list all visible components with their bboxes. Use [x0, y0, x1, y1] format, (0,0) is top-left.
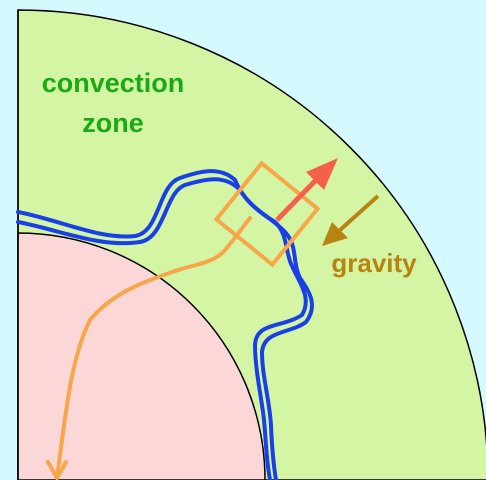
convection-zone-label-line2: zone	[82, 108, 144, 138]
gravity-arrow	[322, 194, 380, 246]
core-region	[17, 232, 266, 480]
convection-zone-label: convection	[42, 68, 185, 98]
gravity-label: gravity	[331, 248, 417, 278]
flux-element-box	[213, 160, 321, 268]
flux-tube-arrowhead	[46, 460, 68, 480]
buoyancy-arrow	[275, 158, 338, 222]
flux-tube	[55, 216, 252, 480]
